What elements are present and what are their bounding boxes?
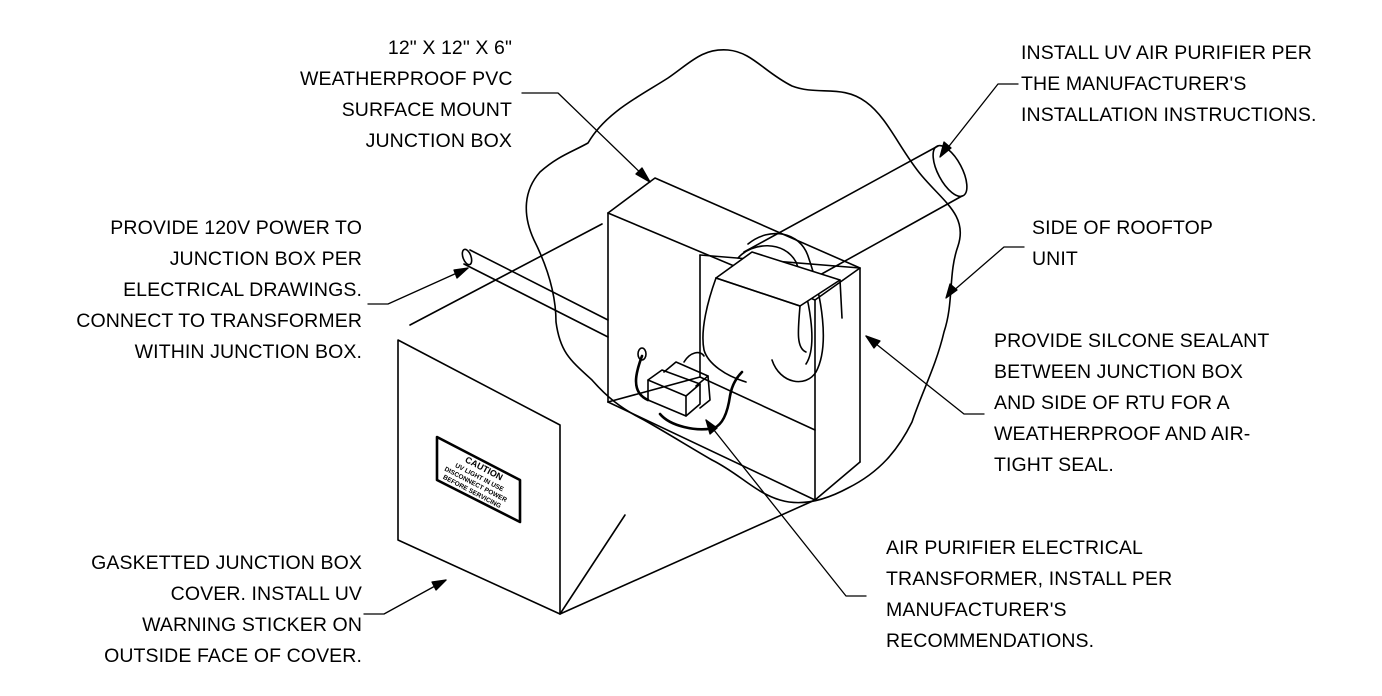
transformer — [637, 347, 711, 417]
callout-line: WEATHERPROOF PVC — [300, 68, 513, 90]
callout-line: INSTALL UV AIR PURIFIER PER — [1021, 42, 1312, 64]
callout-line: TIGHT SEAL. — [994, 454, 1114, 476]
callout-line: PROVIDE SILCONE SEALANT — [994, 330, 1270, 352]
callout-line: UNIT — [1032, 248, 1078, 270]
callout-uv-purifier: INSTALL UV AIR PURIFIER PER THE MANUFACT… — [1021, 38, 1317, 131]
callout-line: THE MANUFACTURER'S — [1021, 73, 1247, 95]
callout-line: COVER. INSTALL UV — [170, 583, 362, 605]
callout-sealant: PROVIDE SILCONE SEALANT BETWEEN JUNCTION… — [994, 326, 1269, 481]
transformer-wiring — [634, 354, 744, 431]
callout-line: AIR PURIFIER ELECTRICAL — [886, 537, 1143, 559]
callout-line: 12" X 12" X 6" — [387, 37, 512, 59]
callout-rooftop: SIDE OF ROOFTOP UNIT — [1032, 213, 1213, 275]
callout-line: JUNCTION BOX PER — [169, 248, 362, 270]
callout-line: WARNING STICKER ON — [142, 614, 362, 636]
callout-line: SURFACE MOUNT — [341, 99, 512, 121]
callout-line: CONNECT TO TRANSFORMER — [76, 310, 362, 332]
cover-projection-line — [559, 514, 626, 615]
callout-line: WEATHERPROOF AND AIR- — [994, 423, 1251, 445]
callout-line: RECOMMENDATIONS. — [886, 630, 1095, 652]
callout-line: WITHIN JUNCTION BOX. — [134, 341, 362, 363]
cover-projection-line — [409, 223, 603, 326]
callout-line: INSTALLATION INSTRUCTIONS. — [1021, 104, 1317, 126]
rooftop-unit-break-outline — [525, 49, 962, 504]
callout-transformer: AIR PURIFIER ELECTRICAL TRANSFORMER, INS… — [886, 533, 1172, 657]
power-conduit — [461, 248, 609, 338]
callout-power: PROVIDE 120V POWER TO JUNCTION BOX PER E… — [60, 213, 362, 368]
callout-line: SIDE OF ROOFTOP — [1032, 217, 1213, 239]
junction-box-cover — [397, 339, 561, 615]
leader-lines — [363, 83, 1025, 615]
callout-cover: GASKETTED JUNCTION BOX COVER. INSTALL UV… — [60, 548, 362, 672]
callout-line: PROVIDE 120V POWER TO — [110, 217, 362, 239]
callout-line: JUNCTION BOX — [365, 130, 512, 152]
callout-line: TRANSFORMER, INSTALL PER — [886, 568, 1173, 590]
callout-line: AND SIDE OF RTU FOR A — [994, 392, 1230, 414]
callout-line: ELECTRICAL DRAWINGS. — [123, 279, 362, 301]
uv-purifier-housing — [702, 251, 843, 383]
callout-junction-box: 12" X 12" X 6" WEATHERPROOF PVC SURFACE … — [300, 33, 512, 157]
cover-projection-line — [559, 499, 816, 615]
callout-line: GASKETTED JUNCTION BOX — [91, 552, 362, 574]
callout-line: BETWEEN JUNCTION BOX — [994, 361, 1244, 383]
callout-line: OUTSIDE FACE OF COVER. — [104, 645, 362, 667]
junction-box — [607, 177, 861, 501]
callout-line: MANUFACTURER'S — [886, 599, 1067, 621]
